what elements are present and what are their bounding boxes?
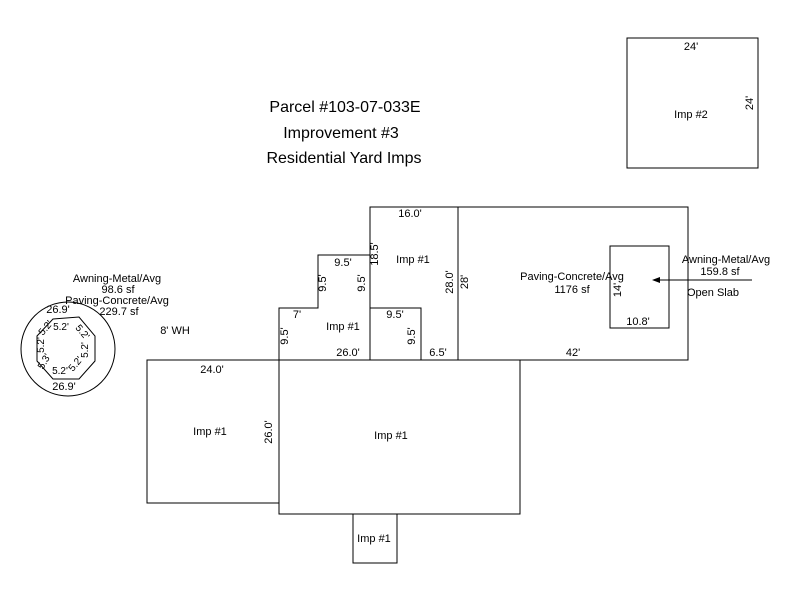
awning-left-label: Awning-Metal/Avg [73,273,161,285]
octagon-side-6: 5.3' [36,352,53,371]
paving-block-label: Paving-Concrete/Avg [520,271,624,283]
octagon-side-5: 5.2' [52,366,68,377]
awning-left-area: 98.6 sf [101,284,135,296]
step-block-top-dim: 9.5' [334,257,351,269]
upper-block-18-5-dim: 18.5' [369,242,381,266]
octagon-side-1: 5.2' [53,322,69,333]
paving-block-area: 1176 sf [554,284,590,296]
octagon-bottom-dim: 26.9' [52,381,76,393]
paving-left-label: Paving-Concrete/Avg [65,295,169,307]
paving-block-left-dim: 28' [459,275,471,289]
octagon-side-3: 5.2' [80,342,91,358]
awning-right-sublabel: Open Slab [687,287,739,299]
small-block-label: Imp #1 [357,533,391,545]
left-block-top-dim: 24.0' [200,364,224,376]
octagon-side-7: 5.2' [36,337,47,353]
small-block-outline [352,513,398,564]
upper-block-right-dim: 28.0' [444,270,456,294]
octagon-side-2: 5.2' [73,323,92,342]
step-block-outline [278,254,422,361]
step-block-mid-dim: 9.5' [356,274,368,291]
imp2-side-dim: 24' [744,96,756,110]
step-block-label: Imp #1 [326,321,360,333]
paving-block-outline [457,206,689,361]
awning-right-label: Awning-Metal/Avg [682,254,770,266]
step-block-left-lower-dim: 9.5' [279,327,291,344]
title-parcel: Parcel #103-07-033E [269,99,420,116]
main-block-outline [278,359,521,515]
upper-block-top-dim: 16.0' [398,208,422,220]
main-block-label: Imp #1 [374,430,408,442]
imp2-top-dim: 24' [684,41,698,53]
upper-block-label: Imp #1 [396,254,430,266]
left-block-side-dim: 26.0' [263,420,275,444]
step-block-right-lower-dim: 9.5' [406,327,418,344]
awning-inner-side-dim: 14' [612,283,624,297]
paving-block-bottom-dim: 42' [566,347,580,359]
awning-inner-outline [609,245,670,329]
octagon-outline [36,316,96,380]
arrow-head-icon [652,277,660,283]
circle-outline [20,301,116,397]
title-description: Residential Yard Imps [266,150,421,167]
step-block-bottom-dim: 26.0' [336,347,360,359]
awning-inner-bottom-dim: 10.8' [626,316,650,328]
paving-left-area: 229.7 sf [99,306,139,318]
left-block-label: Imp #1 [193,426,227,438]
imp2-label: Imp #2 [674,109,708,121]
step-block-left-upper-dim: 9.5' [317,274,329,291]
wh-label: 8' WH [160,325,190,337]
step-block-7-dim: 7' [293,309,301,321]
step-block-6-5-dim: 6.5' [429,347,446,359]
title-improvement: Improvement #3 [283,125,399,142]
awning-right-area: 159.8 sf [700,266,740,278]
step-block-right-top-dim: 9.5' [386,309,403,321]
imp2-outline [626,37,759,169]
octagon-top-dim: 26.9' [46,304,70,316]
